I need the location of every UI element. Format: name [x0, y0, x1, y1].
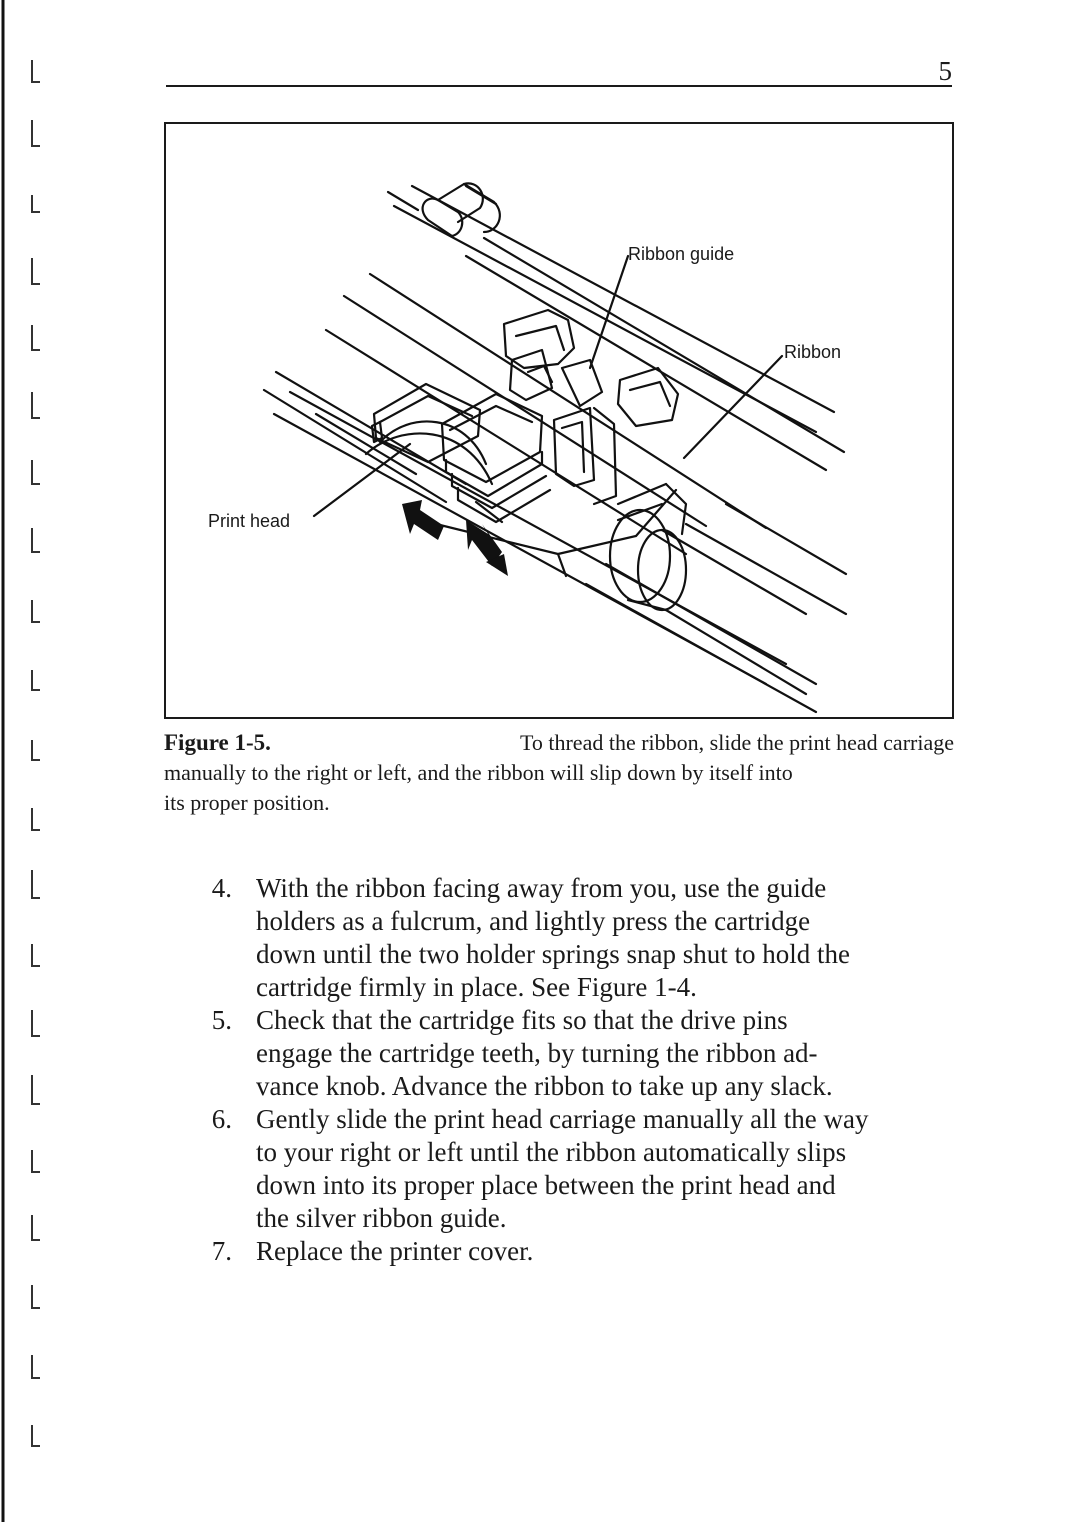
figure-frame: Ribbon guide Ribbon Print head — [164, 122, 954, 719]
ribbon-guide-label: Ribbon guide — [628, 244, 735, 264]
figure-caption: Figure 1-5. To thread the ribbon, slide … — [164, 728, 954, 818]
step-4: 4. With the ribbon facing away from you,… — [196, 872, 956, 1004]
step-5: 5. Check that the cartridge fits so that… — [196, 1004, 956, 1103]
instruction-steps: 4. With the ribbon facing away from you,… — [196, 872, 956, 1268]
step-line: down until the two holder springs snap s… — [256, 939, 850, 969]
header-rule — [166, 85, 952, 87]
step-line: Check that the cartridge fits so that th… — [256, 1005, 788, 1035]
step-line: down into its proper place between the p… — [256, 1170, 836, 1200]
step-line: Gently slide the print head carriage man… — [256, 1104, 869, 1134]
ribbon-label: Ribbon — [784, 342, 842, 362]
page-number: 5 — [938, 56, 953, 86]
print-head-carriage-illustration — [262, 182, 848, 714]
step-line: to your right or left until the ribbon a… — [256, 1137, 847, 1167]
caption-text-1: To thread the ribbon, slide the print he… — [519, 730, 954, 755]
step-7: 7. Replace the printer cover. — [196, 1235, 956, 1268]
print-head-label: Print head — [208, 511, 291, 531]
figure-label: Figure 1-5. — [164, 730, 271, 755]
step-line: With the ribbon facing away from you, us… — [256, 873, 827, 903]
caption-line-3: its proper position. — [164, 790, 330, 815]
step-6: 6. Gently slide the print head carriage … — [196, 1103, 956, 1235]
caption-line-1: Figure 1-5. To thread the ribbon, slide … — [164, 728, 954, 758]
binding-edge-marks — [1, 0, 40, 1522]
step-number: 6. — [211, 1104, 232, 1134]
step-number: 4. — [211, 873, 232, 903]
step-number: 5. — [211, 1005, 232, 1035]
caption-line-2: manually to the right or left, and the r… — [164, 760, 793, 785]
step-line: vance knob. Advance the ribbon to take u… — [256, 1071, 833, 1101]
step-line: the silver ribbon guide. — [256, 1203, 507, 1233]
step-line: cartridge firmly in place. See Figure 1-… — [256, 972, 697, 1002]
step-line: engage the cartridge teeth, by turning t… — [256, 1038, 818, 1068]
step-number: 7. — [211, 1236, 232, 1266]
step-line: Replace the printer cover. — [256, 1236, 534, 1266]
step-line: holders as a fulcrum, and lightly press … — [256, 906, 811, 936]
